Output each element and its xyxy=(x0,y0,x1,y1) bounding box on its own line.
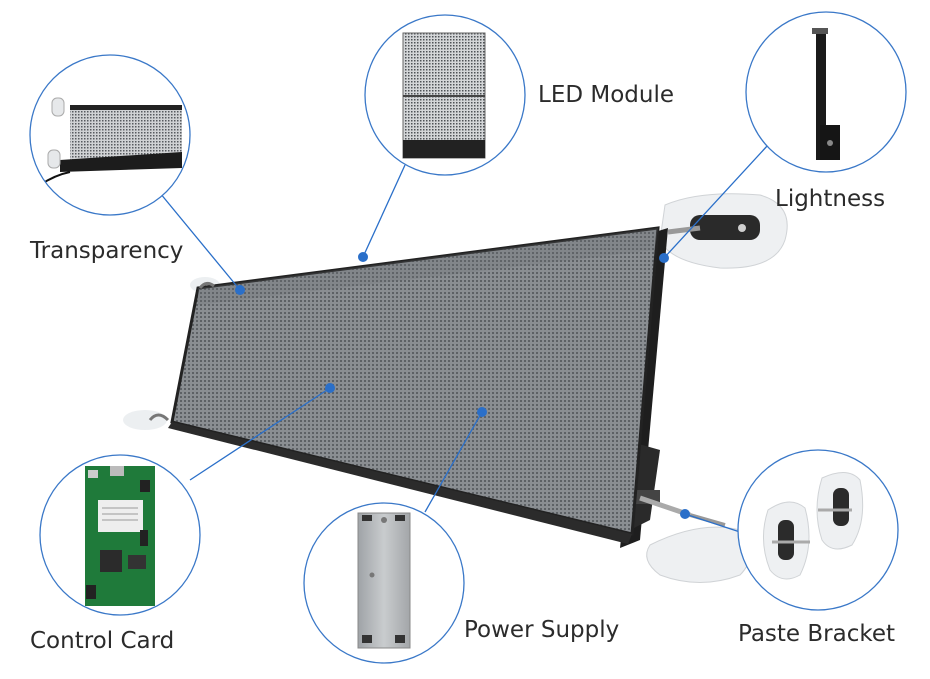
callout-dots xyxy=(235,252,690,519)
power-supply-label: Power Supply xyxy=(464,617,620,643)
transparency-label: Transparency xyxy=(30,238,184,264)
power-supply-photo xyxy=(303,502,465,664)
paste-bracket-photo xyxy=(737,449,899,611)
transparency-photo xyxy=(29,54,191,216)
control-card-label: Control Card xyxy=(30,628,175,654)
led-module-label: LED Module xyxy=(538,82,675,108)
led-panel-photo xyxy=(123,193,788,583)
callout-lines xyxy=(159,144,769,533)
paste-bracket-label: Paste Bracket xyxy=(738,621,896,647)
control-card-photo xyxy=(39,454,201,616)
led-module-photo xyxy=(364,14,526,176)
lightness-photo xyxy=(745,11,907,173)
lightness-label: Lightness xyxy=(775,186,886,212)
